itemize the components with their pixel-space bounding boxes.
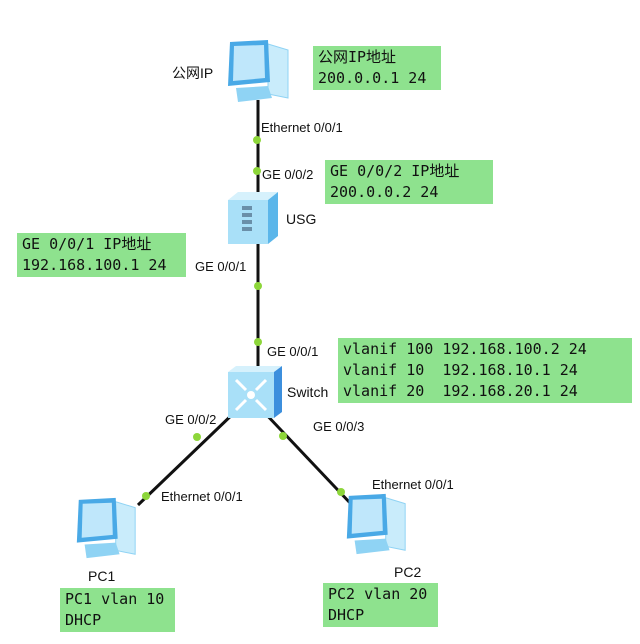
note-line: DHCP <box>328 606 365 624</box>
link-switch-pc2 <box>260 408 354 507</box>
port-dot <box>254 282 262 290</box>
note-usg-ge001: GE 0/0/1 IP地址 192.168.100.1 24 <box>17 233 186 277</box>
port-label: GE 0/0/2 <box>165 412 217 427</box>
l3-switch-icon[interactable] <box>224 364 284 420</box>
note-usg-ge002: GE 0/0/2 IP地址 200.0.0.2 24 <box>325 160 493 204</box>
pc1-label: PC1 <box>88 568 116 584</box>
pc-icon[interactable] <box>70 494 142 564</box>
note-line: PC2 vlan 20 <box>328 585 428 603</box>
pc-icon[interactable] <box>222 36 294 108</box>
port-dot <box>253 167 261 175</box>
port-label: GE 0/0/1 <box>195 259 247 274</box>
port-dot <box>254 338 262 346</box>
pc-icon[interactable] <box>340 490 412 560</box>
link-switch-pc1 <box>136 408 239 507</box>
port-label: Ethernet 0/0/1 <box>372 477 454 492</box>
port-label: GE 0/0/1 <box>267 344 319 359</box>
usg-label: USG <box>286 211 317 227</box>
pc2-label: PC2 <box>394 564 422 580</box>
note-line: 200.0.0.2 24 <box>330 183 439 201</box>
note-line: GE 0/0/1 IP地址 <box>22 235 152 253</box>
port-label: Ethernet 0/0/1 <box>261 120 343 135</box>
port-label: GE 0/0/3 <box>313 419 365 434</box>
internet-pc-label: 公网IP <box>172 65 214 81</box>
note-line: DHCP <box>65 611 102 629</box>
note-line: vlanif 100 192.168.100.2 24 <box>343 340 587 358</box>
port-label: GE 0/0/2 <box>262 167 314 182</box>
note-line: 公网IP地址 <box>318 48 397 66</box>
note-pc2: PC2 vlan 20 DHCP <box>323 583 438 627</box>
firewall-icon[interactable] <box>224 190 280 246</box>
note-line: vlanif 10 192.168.10.1 24 <box>343 361 578 379</box>
note-line: 200.0.0.1 24 <box>318 69 427 87</box>
note-pc1: PC1 vlan 10 DHCP <box>60 588 175 632</box>
note-line: GE 0/0/2 IP地址 <box>330 162 460 180</box>
note-switch: vlanif 100 192.168.100.2 24 vlanif 10 192… <box>338 338 632 403</box>
port-dot <box>253 136 261 144</box>
note-line: 192.168.100.1 24 <box>22 256 167 274</box>
port-dot <box>337 488 345 496</box>
port-label: Ethernet 0/0/1 <box>161 489 243 504</box>
note-line: vlanif 20 192.168.20.1 24 <box>343 382 578 400</box>
note-line: PC1 vlan 10 <box>65 590 165 608</box>
note-internet: 公网IP地址 200.0.0.1 24 <box>313 46 441 90</box>
port-dot <box>193 433 201 441</box>
port-dot <box>279 432 287 440</box>
switch-label: Switch <box>287 384 329 400</box>
port-dot <box>142 492 150 500</box>
